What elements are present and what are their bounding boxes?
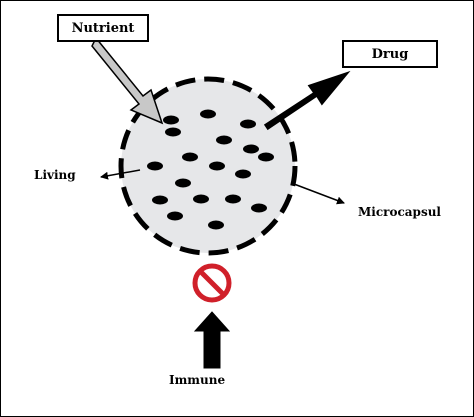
cell-dot [243,144,259,154]
drug-arrow [263,70,351,131]
microcapsule-pointer [293,183,345,205]
cell-dot [167,211,183,221]
cell-dot [175,178,191,188]
cell-dot [216,135,232,145]
no-entry-icon [192,263,232,303]
cell-dot [251,203,267,213]
nutrient-arrow [91,36,164,125]
cell-dot [152,195,168,205]
cell-dot [225,194,241,204]
cell-dot [200,109,216,119]
cell-dot [208,220,224,230]
immune-label: Immune [169,373,226,387]
nutrient-box: Nutrient [57,14,149,42]
cell-dots [147,109,274,230]
microcapsule-label: Microcapsul [358,205,441,219]
cell-dot [165,127,181,137]
cell-dot [147,161,163,171]
cell-dot [163,115,179,125]
nutrient-label: Nutrient [71,20,135,36]
immune-arrow [193,311,231,369]
cell-dot [258,152,274,162]
drug-label: Drug [371,46,409,62]
living-label: Living [34,168,76,182]
cell-dot [193,194,209,204]
living-arrow [100,169,141,180]
cell-dot [182,152,198,162]
cell-dot [240,119,256,129]
cell-dot [235,169,251,179]
drug-box: Drug [342,40,438,68]
cell-dot [209,161,225,171]
